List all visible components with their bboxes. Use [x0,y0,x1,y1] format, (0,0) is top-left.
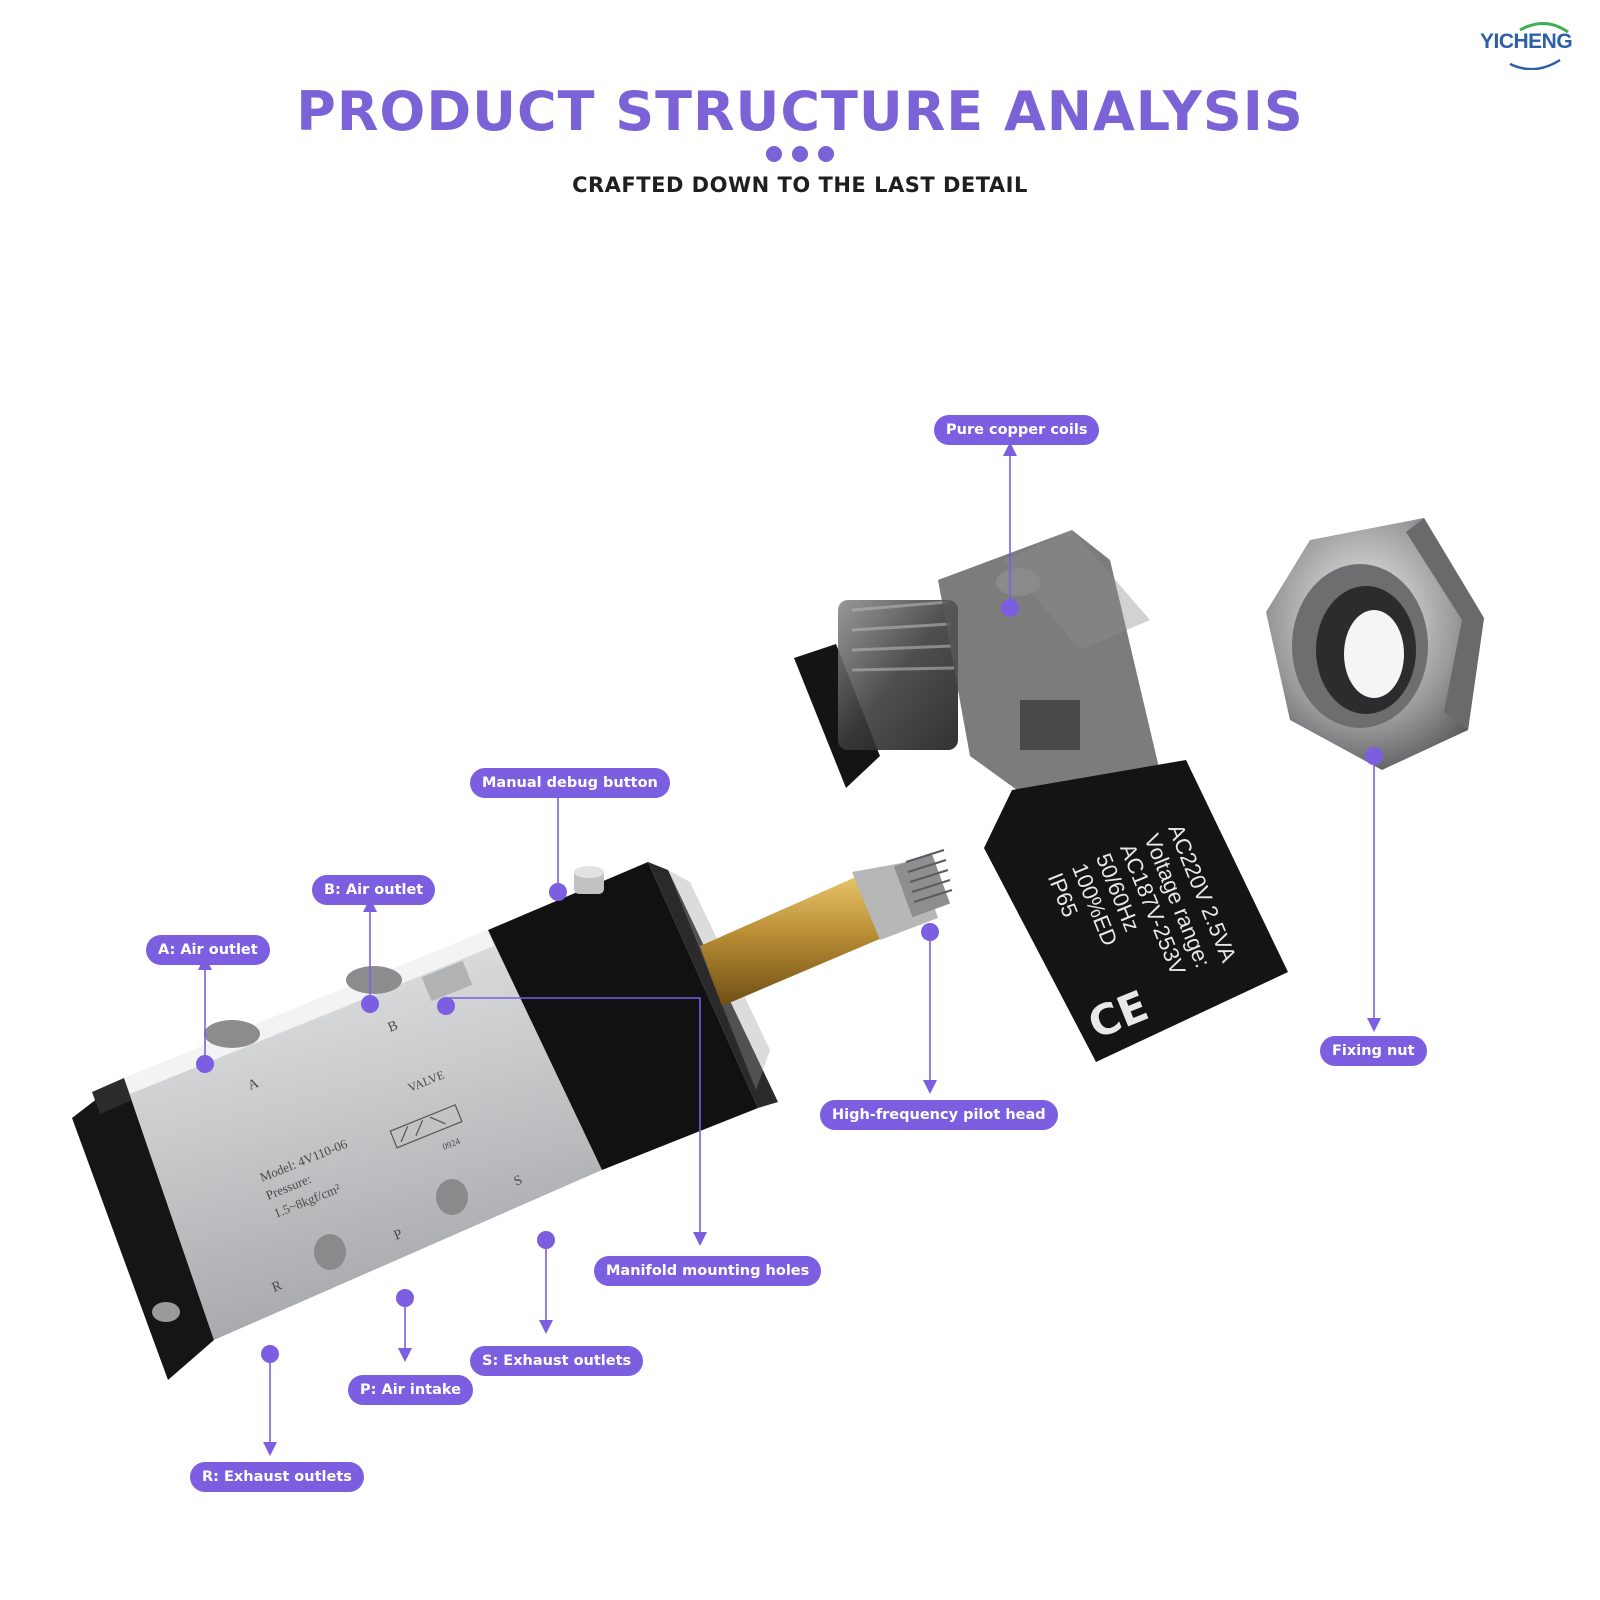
port-p-hole [314,1234,346,1270]
circuit-symbol-icon [389,1104,463,1149]
callout-manifold-mounting-holes: Manifold mounting holes [594,1256,822,1286]
valve-body: A B P R S VALVE Model: 4V110-06 Pressure… [124,930,602,1340]
title-dots [0,146,1600,162]
fixing-nut [1266,518,1484,770]
arrow-down-icon [263,1442,277,1456]
solenoid-coil: AC220V 2.5VA Voltage range: AC187V-253V … [984,760,1288,1062]
callout-dot [1365,747,1383,765]
callout-dot [549,883,567,901]
brand-name: YICHENG [1480,30,1573,53]
callout-pure-copper-coils: Pure copper coils [934,415,1100,445]
callout-lines [204,450,1375,1448]
callout-dot [361,995,379,1013]
arrow-down-icon [693,1232,707,1246]
port-a-hole [204,1020,260,1048]
line-manifold [446,997,701,1238]
title-dot [818,146,834,162]
callout-r-exhaust-outlets: R: Exhaust outlets [190,1462,364,1492]
callout-fixing-nut: Fixing nut [1320,1036,1427,1066]
callout-manual-debug-button: Manual debug button [470,768,670,798]
pilot-tube [700,849,953,1006]
title-dot [766,146,782,162]
arrow-down-icon [923,1080,937,1094]
callout-b-air-outlet: B: Air outlet [312,875,436,905]
valve-end-cap [72,1078,214,1380]
port-b-hole [346,966,402,994]
callout-dot [196,1055,214,1073]
callout-dot [261,1345,279,1363]
coil-connector [794,530,1160,808]
callout-p-air-intake: P: Air intake [348,1375,473,1405]
callout-dot [437,997,455,1015]
arrow-down-icon [1367,1018,1381,1032]
arrow-up-icon [363,898,377,912]
arrow-down-icon [398,1348,412,1362]
callout-high-frequency-pilot-head: High-frequency pilot head [820,1100,1058,1130]
pilot-thread [893,849,953,918]
arrow-down-icon [539,1320,553,1334]
port-s-hole [436,1179,468,1215]
logo-arc-icon [1509,22,1569,70]
callout-dots [196,599,1383,1363]
callout-dot [921,923,939,941]
page-title: PRODUCT STRUCTURE ANALYSIS [296,80,1304,143]
callout-dot [537,1231,555,1249]
arrow-up-icon [1003,442,1017,456]
callout-a-air-outlet: A: Air outlet [146,935,270,965]
callout-dot [1001,599,1019,617]
callout-dot [396,1289,414,1307]
brand-logo: YICHENG [1480,20,1590,70]
callout-s-exhaust-outlets: S: Exhaust outlets [470,1346,644,1376]
title-dot [792,146,808,162]
page-subtitle: CRAFTED DOWN TO THE LAST DETAIL [572,173,1028,197]
